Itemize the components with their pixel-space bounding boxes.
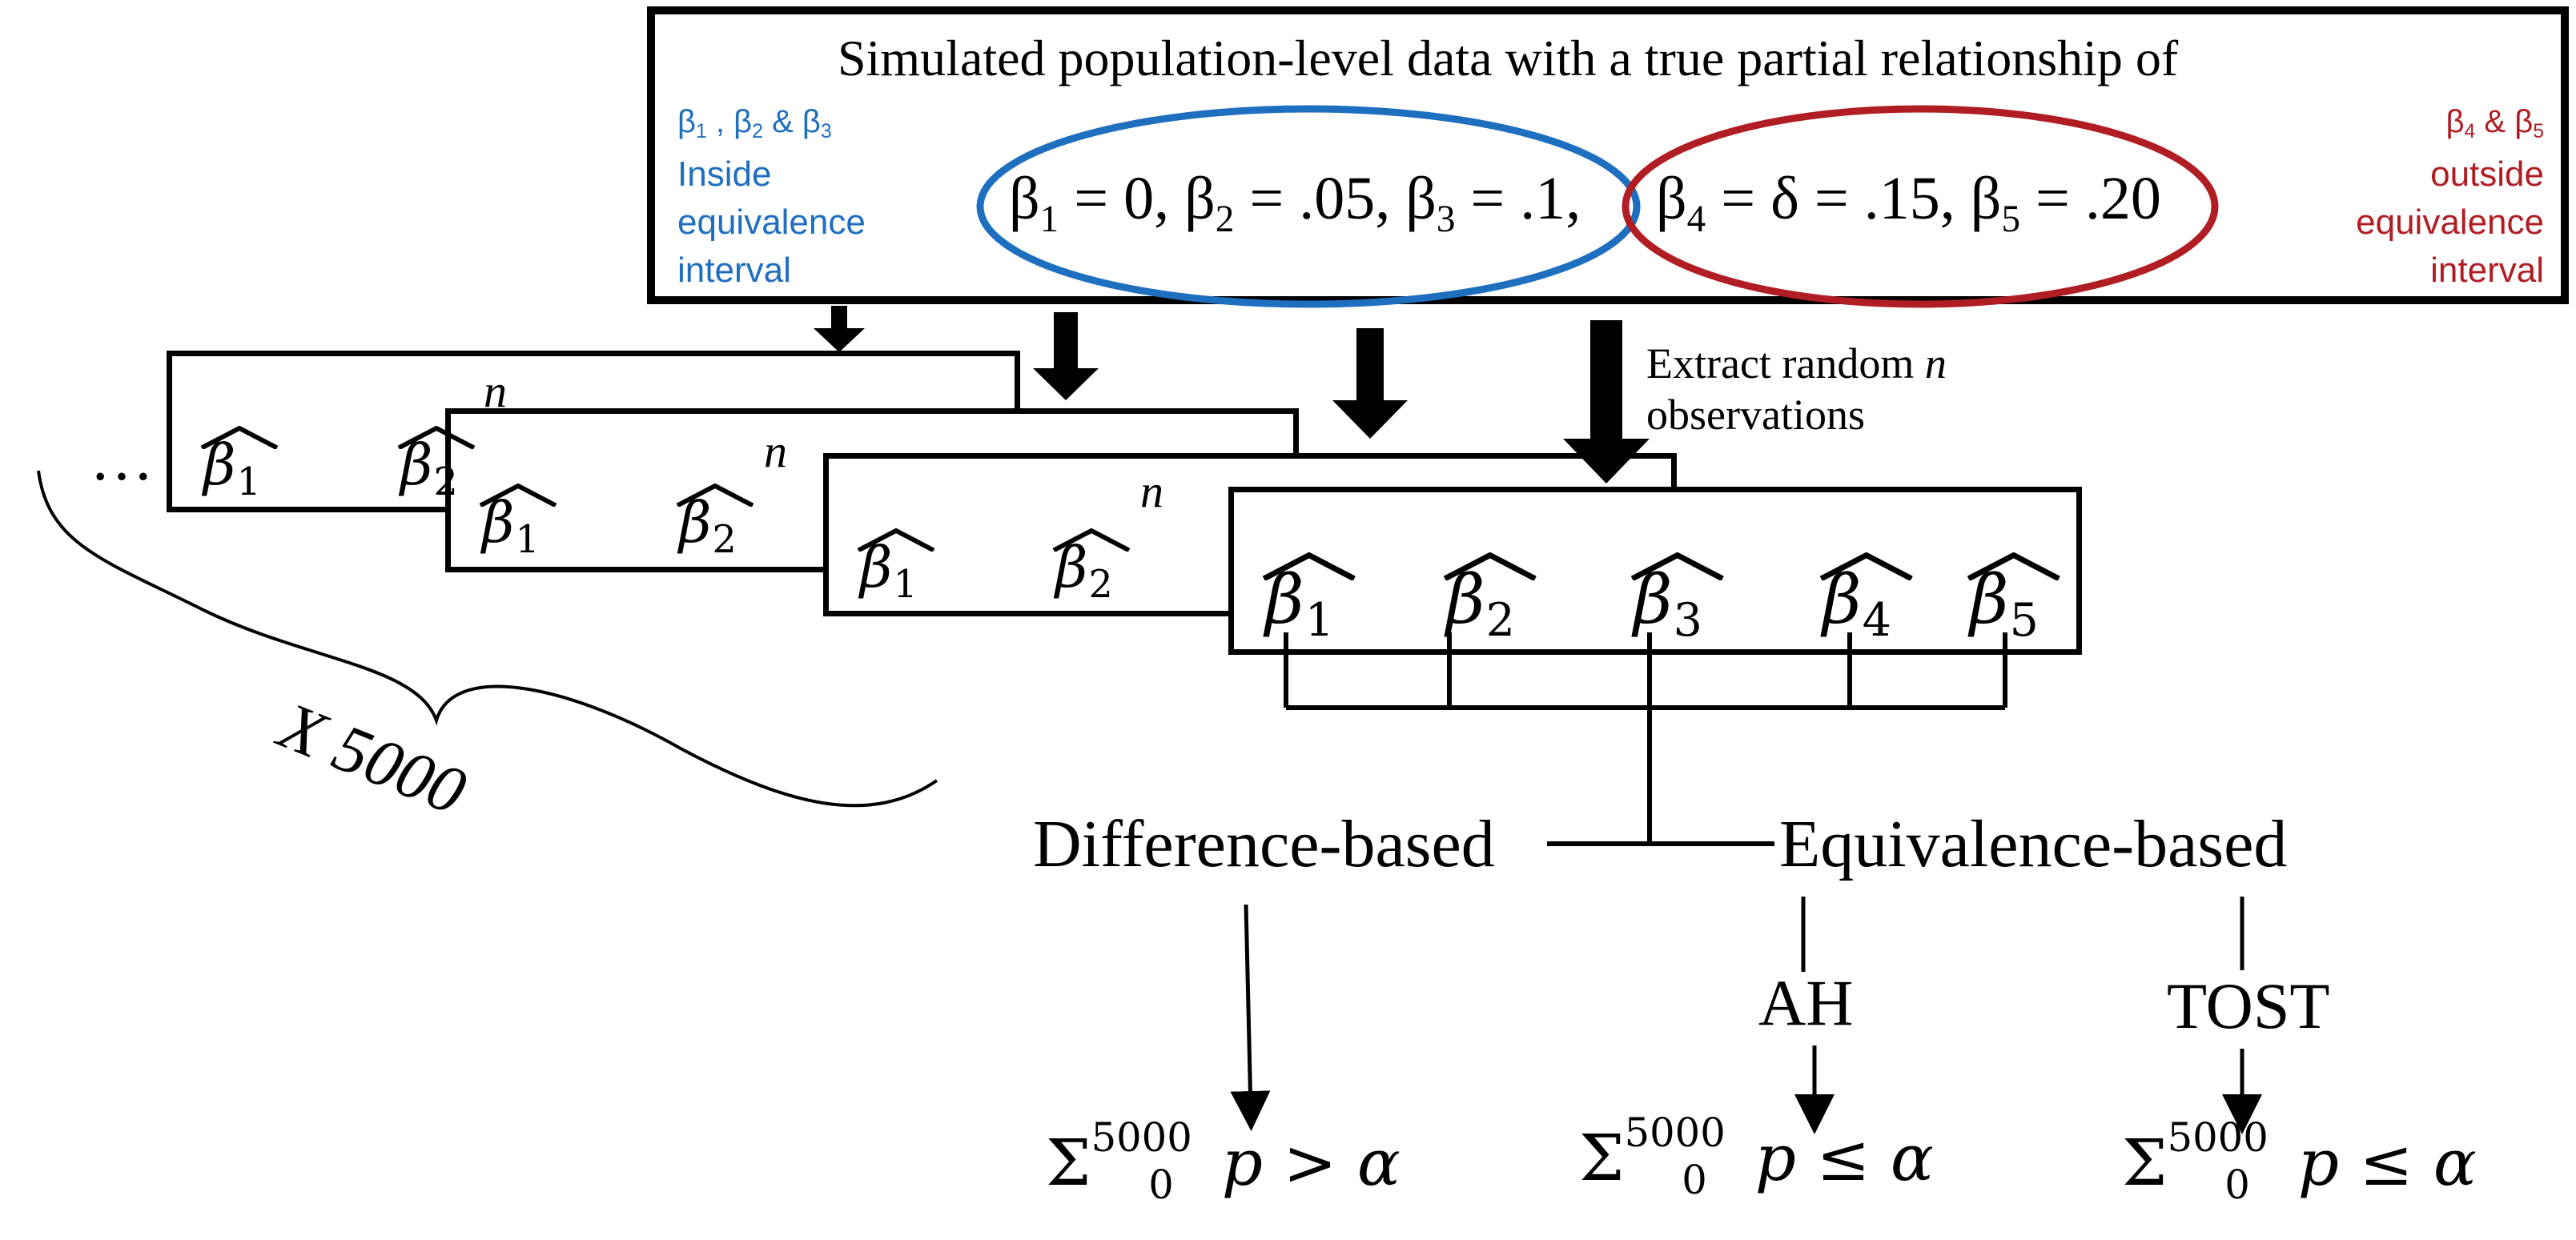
estimate-beta-1-box3: β1 xyxy=(857,528,935,607)
outside-interval-line-3: interval xyxy=(2430,251,2544,290)
ah-formula-sum: Σ xyxy=(1579,1121,1625,1195)
tost-formula-upper: 5000 xyxy=(2167,1114,2269,1161)
ah-formula-upper: 5000 xyxy=(1624,1109,1726,1156)
tost-formula-lower: 0 xyxy=(2224,1162,2250,1209)
outside-interval-label: β4 & β5 outside equivalence interval xyxy=(2356,98,2544,295)
ah-formula-lower: 0 xyxy=(1682,1157,1707,1204)
population-title: Simulated population-level data with a t… xyxy=(838,30,2179,86)
estimate-beta-1-box2: β1 xyxy=(479,483,557,562)
difference-formula-sum: Σ xyxy=(1046,1126,1091,1200)
replication-brace xyxy=(37,470,938,808)
difference-formula: Σ50000 p > α xyxy=(1046,1114,1401,1209)
inside-interval-line-1: Inside xyxy=(677,154,772,194)
tost-formula-sum: Σ xyxy=(2122,1126,2168,1200)
tost-formula: Σ50000 p ≤ α xyxy=(2122,1114,2477,1209)
sample-size-label-2: n xyxy=(764,425,787,477)
extract-label-line-1: Extract random n xyxy=(1646,339,1947,387)
estimate-beta-1-box1: β1 xyxy=(200,425,279,504)
equivalence-based-label: Equivalence-based xyxy=(1779,807,2288,881)
sample-size-label-1: n xyxy=(484,365,507,417)
estimate-beta-2: β2 xyxy=(1443,552,1537,647)
estimate-beta-2-box3: β2 xyxy=(1052,528,1131,607)
estimate-beta-5: β5 xyxy=(1967,552,2060,647)
estimate-beta-3: β3 xyxy=(1630,552,1724,647)
inside-interval-line-3: interval xyxy=(677,251,791,290)
inside-interval-line-2: equivalence xyxy=(677,203,866,242)
ah-formula: Σ50000 p ≤ α xyxy=(1579,1110,1934,1204)
extract-label-line-2: observations xyxy=(1646,391,1865,439)
outside-interval-betas: β4 & β5 xyxy=(2445,104,2544,143)
extract-label: Extract random n observations xyxy=(1646,338,1947,440)
difference-formula-body: p > α xyxy=(1221,1126,1401,1200)
sample-size-label-3: n xyxy=(1140,465,1163,517)
inside-interval-label: β1 , β2 & β3 Inside equivalence interval xyxy=(677,98,866,295)
ah-formula-body: p ≤ α xyxy=(1754,1121,1934,1195)
estimate-beta-4: β4 xyxy=(1819,552,1913,647)
inside-interval-betas: β1 , β2 & β3 xyxy=(677,104,832,143)
difference-based-label: Difference-based xyxy=(1033,807,1495,881)
estimate-beta-1: β1 xyxy=(1262,552,1356,647)
difference-formula-lower: 0 xyxy=(1148,1162,1174,1209)
estimate-beta-2-box1: β2 xyxy=(397,425,476,504)
sample-box-4 xyxy=(1228,487,2082,655)
equation-outside-interval: β4 = δ = .15, β5 = .20 xyxy=(1656,165,2161,241)
tost-formula-body: p ≤ α xyxy=(2297,1126,2477,1200)
ellipsis: … xyxy=(90,423,154,494)
tost-test-label: TOST xyxy=(2167,969,2330,1042)
ah-test-label: AH xyxy=(1758,966,1854,1039)
estimate-beta-2-box2: β2 xyxy=(676,483,754,562)
difference-formula-upper: 5000 xyxy=(1091,1114,1192,1161)
outside-interval-line-1: outside xyxy=(2430,154,2544,194)
equation-inside-interval: β1 = 0, β2 = .05, β3 = .1, xyxy=(1009,165,1581,241)
outside-interval-line-2: equivalence xyxy=(2356,203,2544,242)
